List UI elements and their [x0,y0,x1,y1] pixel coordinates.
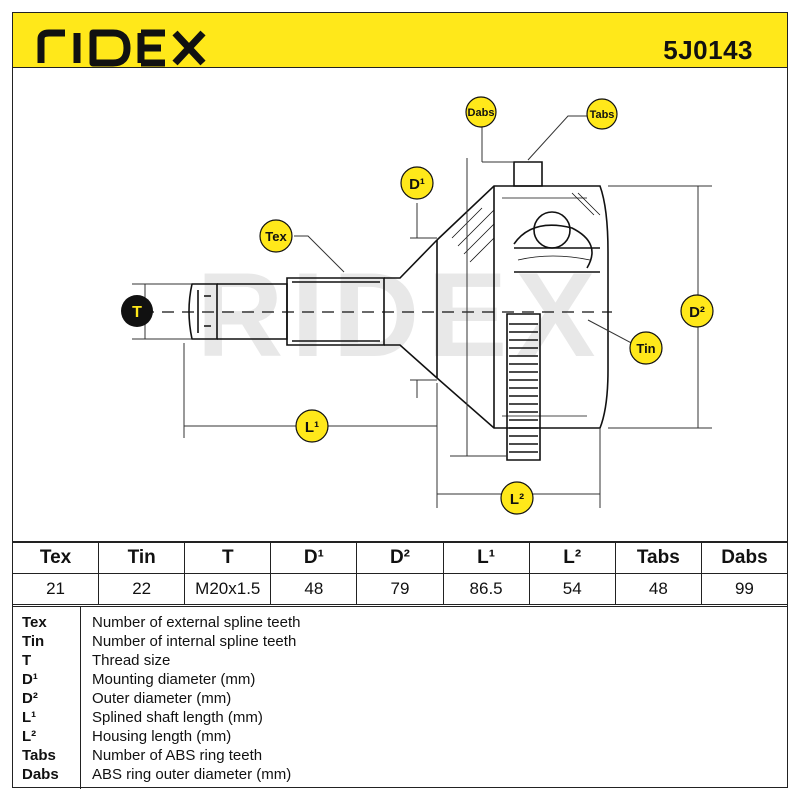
value-tabs: 48 [614,573,702,605]
legend: Tex Number of external spline teeth Tin … [12,606,788,789]
legend-desc: Splined shaft length (mm) [92,709,263,726]
legend-key: Dabs [22,766,59,783]
technical-drawing: RIDEX [12,68,788,542]
value-d2: 79 [356,573,444,605]
ridex-logo [35,23,210,67]
t-badge: T [121,295,153,327]
legend-desc: Housing length (mm) [92,728,232,745]
header-l1: L¹ [442,542,530,574]
value-t: M20x1.5 [184,573,272,605]
d2-badge: D² [680,294,714,328]
l2-label: L² [510,491,524,508]
t-label: T [132,304,142,321]
specs-table: Tex Tin T D¹ D² L¹ L² Tabs Dabs 21 22 M2… [11,542,789,605]
legend-key: D¹ [22,671,38,688]
legend-divider [80,607,81,789]
legend-desc: Outer diameter (mm) [92,690,232,707]
d1-label: D¹ [409,176,425,193]
value-l1: 86.5 [442,573,530,605]
legend-desc: Number of ABS ring teeth [92,747,263,764]
legend-desc: ABS ring outer diameter (mm) [92,766,292,783]
legend-desc: Mounting diameter (mm) [92,671,256,688]
legend-key: L² [22,728,37,745]
cv-joint-diagram: RIDEX [121,96,714,515]
watermark-text: RIDEX [197,248,604,382]
legend-desc: Thread size [92,652,171,669]
legend-key: Tex [22,614,47,631]
header-t: T [184,542,272,574]
legend-key: L¹ [22,709,37,726]
abs-ring-teeth [509,323,538,453]
header-bar: 5J0143 [12,12,788,68]
tin-label: Tin [636,341,655,356]
value-dabs: 99 [700,573,789,605]
header-tin: Tin [98,542,186,574]
value-tin: 22 [98,573,186,605]
l1-label: L¹ [305,419,319,436]
dimension-lines [132,118,712,508]
l1-badge: L¹ [295,409,329,443]
value-l2: 54 [528,573,616,605]
l2-badge: L² [500,481,534,515]
legend-key: D² [22,690,38,707]
specs-value-row: 21 22 M20x1.5 48 79 86.5 54 48 99 [11,573,789,605]
dabs-badge: Dabs [465,96,497,128]
label-badges: Dabs Tabs D¹ Tex T D² [121,96,714,515]
value-d1: 48 [270,573,358,605]
part-number: 5J0143 [663,35,753,65]
d2-label: D² [689,304,705,321]
ridex-logo-mark [37,29,206,67]
tabs-label: Tabs [590,109,615,121]
header-l2: L² [528,542,616,574]
header-tex: Tex [11,542,100,574]
tex-badge: Tex [259,219,293,253]
header-d1: D¹ [270,542,358,574]
legend-key: Tabs [22,747,56,764]
value-tex: 21 [11,573,100,605]
dabs-label: Dabs [468,107,495,119]
tex-label: Tex [265,229,287,244]
header-dabs: Dabs [700,542,789,574]
d1-badge: D¹ [400,166,434,200]
header-tabs: Tabs [614,542,702,574]
legend-desc: Number of external spline teeth [92,614,301,631]
legend-desc: Number of internal spline teeth [92,633,297,650]
tin-badge: Tin [629,331,663,365]
specs-header-row: Tex Tin T D¹ D² L¹ L² Tabs Dabs [11,542,789,574]
cv-joint-outline [188,161,609,461]
tabs-badge: Tabs [586,98,618,130]
legend-key: Tin [22,633,45,650]
legend-key: T [22,652,32,669]
header-d2: D² [356,542,444,574]
